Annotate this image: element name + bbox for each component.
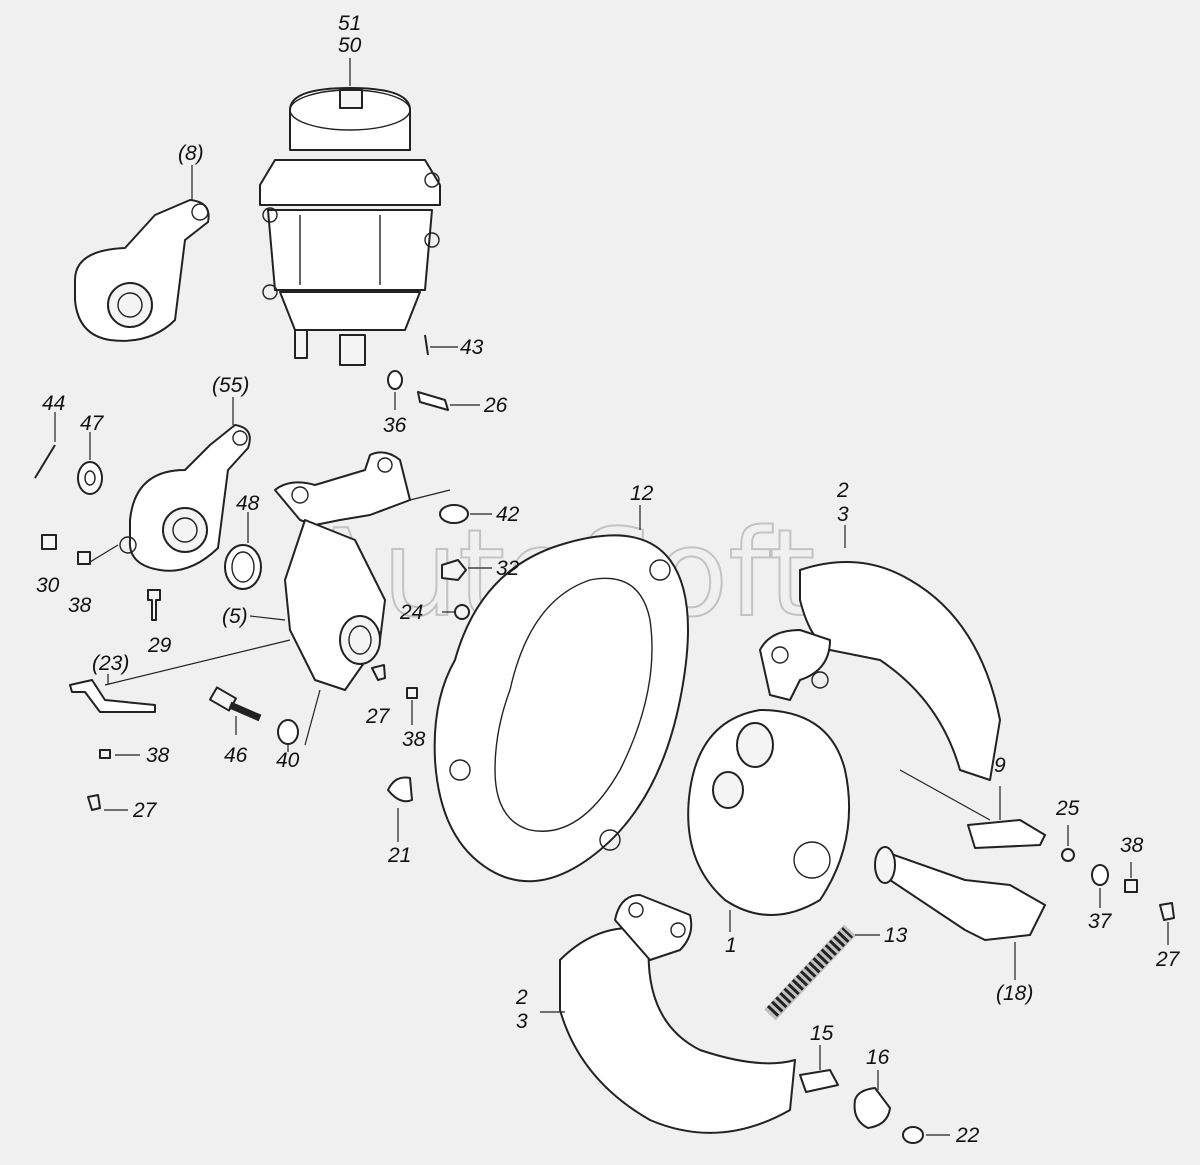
clip-21 — [387, 776, 413, 803]
screw-38b — [406, 687, 418, 699]
label-16: 16 — [866, 1046, 890, 1069]
dust-shield — [433, 534, 689, 883]
label-48: 48 — [236, 492, 260, 515]
washer-40 — [277, 719, 299, 745]
ring-48 — [224, 544, 262, 590]
pin-26 — [417, 391, 449, 411]
part-labels: 51 50 (8) 43 26 36 (55) 44 47 48 42 32 2… — [36, 12, 1181, 1147]
bolt-27c — [1159, 902, 1175, 921]
label-21: 21 — [387, 844, 411, 867]
label-30: 30 — [36, 574, 60, 597]
bracket-23 — [69, 679, 156, 713]
washer-37 — [1091, 864, 1109, 886]
label-42: 42 — [496, 503, 520, 526]
label-2-b: 2 — [515, 986, 528, 1009]
label-8: (8) — [178, 142, 204, 165]
label-15: 15 — [810, 1022, 834, 1045]
label-22: 22 — [955, 1124, 980, 1147]
plug-24 — [454, 604, 470, 620]
label-46: 46 — [224, 744, 248, 767]
brake-shoe-upper — [759, 561, 1001, 781]
screw-38d — [1124, 879, 1138, 893]
camshaft-bracket — [274, 451, 411, 691]
camshaft — [874, 846, 1046, 941]
label-43: 43 — [460, 336, 484, 359]
bolt-27a — [371, 664, 386, 681]
label-55: (55) — [212, 374, 249, 397]
screw-38c — [99, 749, 111, 759]
label-36: 36 — [383, 414, 407, 437]
washer-47 — [77, 461, 103, 495]
bolt-29 — [147, 589, 161, 621]
slack-adjuster-upper — [74, 199, 210, 342]
label-24: 24 — [399, 601, 423, 624]
pin-44 — [34, 444, 56, 479]
slack-adjuster-lower — [119, 424, 251, 572]
label-38-c: 38 — [146, 744, 170, 767]
label-27-a: 27 — [365, 705, 391, 728]
bolt-46 — [208, 686, 262, 722]
label-25: 25 — [1055, 797, 1080, 820]
washer-36 — [387, 370, 403, 390]
ring-22 — [902, 1126, 924, 1144]
label-27-b: 27 — [132, 799, 158, 822]
label-38-a: 38 — [68, 594, 92, 617]
nut-32 — [441, 559, 467, 581]
label-12: 12 — [630, 482, 654, 505]
label-3-a: 3 — [837, 503, 849, 526]
roller-pin-15 — [799, 1069, 839, 1093]
plug-25 — [1061, 848, 1075, 862]
label-29: 29 — [147, 634, 172, 657]
label-47: 47 — [80, 412, 105, 435]
label-44: 44 — [42, 392, 65, 415]
bolt-27b — [87, 794, 101, 811]
return-spring-13 — [764, 924, 856, 1021]
anchor-pin-9 — [967, 819, 1046, 849]
label-51: 51 — [338, 12, 361, 35]
label-3-b: 3 — [516, 1010, 528, 1033]
set-screw-38a — [77, 551, 91, 565]
label-2-a: 2 — [836, 479, 849, 502]
label-38-d: 38 — [1120, 834, 1144, 857]
brake-chamber — [259, 87, 441, 366]
label-9: 9 — [994, 754, 1006, 777]
nut-30 — [41, 534, 57, 550]
washer-42 — [439, 504, 469, 524]
label-1: 1 — [725, 934, 737, 957]
brake-shoe-lower — [559, 894, 796, 1134]
label-37: 37 — [1088, 910, 1113, 933]
label-5: (5) — [222, 605, 248, 628]
label-40: 40 — [276, 749, 300, 772]
label-23: (23) — [92, 652, 129, 675]
label-38-b: 38 — [402, 728, 426, 751]
roller-16 — [853, 1087, 891, 1129]
label-27-c: 27 — [1155, 948, 1181, 971]
label-26: 26 — [483, 394, 508, 417]
brake-spider — [687, 709, 851, 916]
label-18: (18) — [996, 982, 1033, 1005]
label-32: 32 — [496, 557, 520, 580]
label-13: 13 — [884, 924, 908, 947]
cotter-pin-43 — [424, 334, 429, 356]
label-50: 50 — [338, 34, 362, 57]
